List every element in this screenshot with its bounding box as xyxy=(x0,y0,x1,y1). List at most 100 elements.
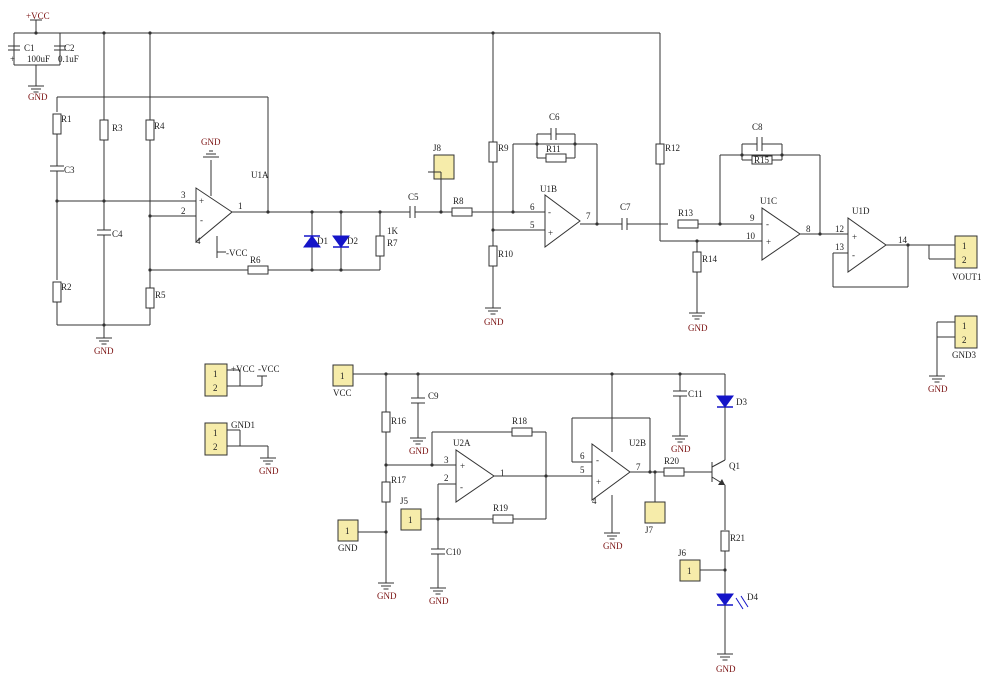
gnd3-label: GND3 xyxy=(952,350,976,360)
gnd-label-u2b: GND xyxy=(603,541,623,551)
svg-text:+: + xyxy=(10,54,15,64)
svg-text:2: 2 xyxy=(962,255,967,265)
gnd-label-gnd1: GND xyxy=(259,466,279,476)
diode-d2 xyxy=(332,235,350,248)
svg-text:+: + xyxy=(460,461,465,471)
opamp-u1a xyxy=(195,187,233,244)
r20-label: R20 xyxy=(664,456,680,466)
opamp-u1b xyxy=(544,194,581,248)
r7-value: 1K xyxy=(387,226,399,236)
r19-label: R19 xyxy=(493,503,509,513)
opamp-u1d xyxy=(847,217,887,273)
svg-text:1: 1 xyxy=(962,321,967,331)
u1c-label: U1C xyxy=(760,196,777,206)
r13-label: R13 xyxy=(678,208,694,218)
gnd-label-u1c: GND xyxy=(688,323,708,333)
vout1-label: VOUT1 xyxy=(952,272,982,282)
svg-text:3: 3 xyxy=(444,455,449,465)
r11-label: R11 xyxy=(546,144,561,154)
j7-label: J7 xyxy=(645,525,654,535)
gnd-label-u1a-top: GND xyxy=(201,137,221,147)
u2b-label: U2B xyxy=(629,438,646,448)
svg-text:1: 1 xyxy=(500,468,505,478)
svg-text:4: 4 xyxy=(196,236,201,246)
vcc-label-top: +VCC xyxy=(26,11,50,21)
svg-text:4: 4 xyxy=(592,496,597,506)
d4-label: D4 xyxy=(747,592,758,602)
r16-label: R16 xyxy=(391,416,407,426)
c4-label: C4 xyxy=(112,229,123,239)
svg-text:3: 3 xyxy=(181,190,186,200)
diode-d1 xyxy=(303,235,321,248)
svg-text:+: + xyxy=(852,232,857,242)
opamp-u2b xyxy=(591,443,631,501)
r21-label: R21 xyxy=(730,533,745,543)
c6-label: C6 xyxy=(549,112,560,122)
svg-text:+: + xyxy=(766,237,771,247)
svg-text:8: 8 xyxy=(806,224,811,234)
svg-text:14: 14 xyxy=(898,235,908,245)
gnd-label-u1a: GND xyxy=(94,346,114,356)
svg-text:9: 9 xyxy=(750,213,755,223)
c1-value: 100uF xyxy=(27,54,50,64)
header-vcc xyxy=(332,364,354,387)
power-pos-label: +VCC xyxy=(231,364,255,374)
svg-text:5: 5 xyxy=(580,465,585,475)
header-power xyxy=(204,363,228,397)
gnd-label-u1b: GND xyxy=(484,317,504,327)
r7-label: R7 xyxy=(387,238,398,248)
svg-text:2: 2 xyxy=(962,335,967,345)
gnd-label-c11: GND xyxy=(671,444,691,454)
neg-vcc-label: -VCC xyxy=(226,248,248,258)
stage-u1d: + - 12 13 U1D 14 1 2 VOUT1 1 2 GND3 GND xyxy=(832,206,982,394)
svg-text:10: 10 xyxy=(746,231,756,241)
gnd1-label: GND1 xyxy=(231,420,255,430)
svg-text:7: 7 xyxy=(586,211,591,221)
diode-d3 xyxy=(716,395,734,408)
r9-label: R9 xyxy=(498,143,509,153)
r8-label: R8 xyxy=(453,196,464,206)
r17-label: R17 xyxy=(391,475,407,485)
input-stage-u1a: R1 C3 R2 R3 C4 GND R4 xyxy=(50,33,410,356)
header-gnd xyxy=(337,519,359,542)
svg-text:+: + xyxy=(548,228,553,238)
c10-label: C10 xyxy=(446,547,462,557)
svg-text:1: 1 xyxy=(213,428,218,438)
c2-label: C2 xyxy=(64,43,75,53)
svg-text:7: 7 xyxy=(636,462,641,472)
svg-text:1: 1 xyxy=(408,515,413,525)
c9-label: C9 xyxy=(428,391,439,401)
svg-text:-: - xyxy=(852,250,855,260)
svg-text:1: 1 xyxy=(962,241,967,251)
gnd-header-label: GND xyxy=(338,543,358,553)
r6-label: R6 xyxy=(250,255,261,265)
svg-text:6: 6 xyxy=(530,202,535,212)
svg-text:5: 5 xyxy=(530,220,535,230)
gnd-label-r17: GND xyxy=(377,591,397,601)
power-neg-label: -VCC xyxy=(258,364,280,374)
r15-label: R15 xyxy=(754,155,770,165)
svg-text:6: 6 xyxy=(580,451,585,461)
c5-label: C5 xyxy=(408,192,419,202)
svg-text:+: + xyxy=(596,477,601,487)
vcc-header-label: VCC xyxy=(333,388,352,398)
svg-text:12: 12 xyxy=(835,224,844,234)
header-gnd3 xyxy=(954,315,978,349)
c7-label: C7 xyxy=(620,202,631,212)
j5-label: J5 xyxy=(400,496,409,506)
gnd-label-c9: GND xyxy=(409,446,429,456)
d1-label: D1 xyxy=(317,236,328,246)
svg-text:2: 2 xyxy=(213,383,218,393)
svg-text:-: - xyxy=(548,207,551,217)
svg-text:1: 1 xyxy=(238,201,243,211)
svg-text:1: 1 xyxy=(687,566,692,576)
u1a-label: U1A xyxy=(251,170,269,180)
svg-text:2: 2 xyxy=(181,206,186,216)
q1-label: Q1 xyxy=(729,461,740,471)
c11-label: C11 xyxy=(688,389,703,399)
gnd-label-gnd3: GND xyxy=(928,384,948,394)
svg-text:2: 2 xyxy=(444,473,449,483)
r18-label: R18 xyxy=(512,416,528,426)
opamp-u1c xyxy=(761,207,801,261)
